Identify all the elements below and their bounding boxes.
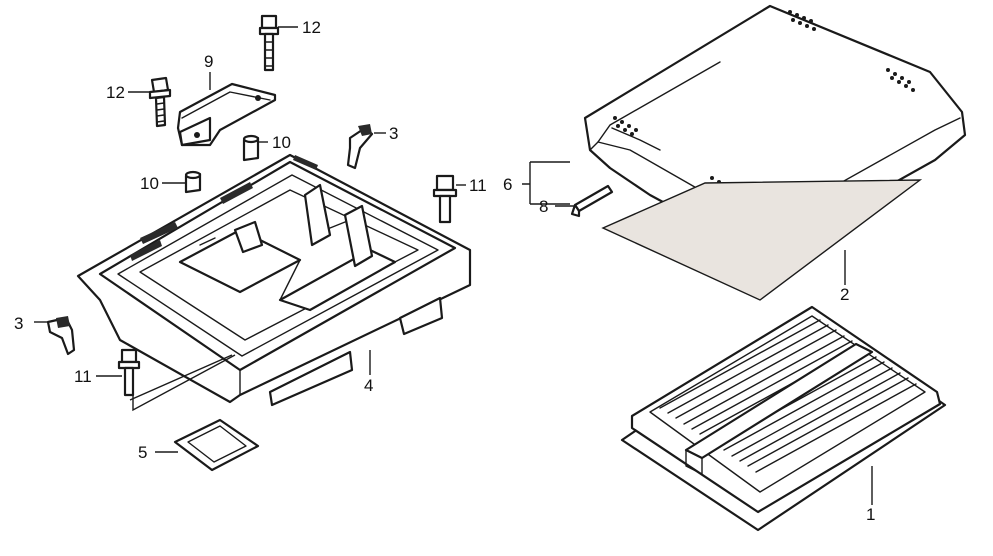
callout-3-upper: 3 bbox=[389, 124, 398, 143]
callout-10-lower: 10 bbox=[140, 174, 159, 193]
callout-3-lower: 3 bbox=[14, 314, 23, 333]
clip-part-3-lower bbox=[46, 316, 76, 356]
callout-11-left: 11 bbox=[74, 367, 92, 386]
callout-9: 9 bbox=[204, 52, 213, 71]
leader-lines bbox=[34, 26, 873, 505]
pin-part-8 bbox=[570, 184, 614, 218]
bolt-part-12-left bbox=[148, 76, 172, 128]
bolt-part-12-right bbox=[258, 14, 280, 72]
callout-12-left: 12 bbox=[106, 83, 125, 102]
grommet-part-10-lower bbox=[184, 170, 202, 194]
cover-gasket-sheet bbox=[601, 179, 923, 301]
seal-ring-part-5 bbox=[173, 418, 260, 472]
air-filter-element bbox=[620, 305, 947, 532]
callout-12-right: 12 bbox=[302, 18, 321, 37]
screw-part-11-left bbox=[117, 348, 141, 397]
callout-2: 2 bbox=[840, 285, 849, 304]
callout-5: 5 bbox=[138, 443, 147, 462]
grommet-part-10-upper bbox=[242, 134, 260, 162]
callout-1: 1 bbox=[866, 505, 875, 524]
callout-11-right: 11 bbox=[469, 176, 487, 195]
callout-6: 6 bbox=[503, 175, 512, 194]
callout-8: 8 bbox=[539, 197, 548, 216]
callout-10-upper: 10 bbox=[272, 133, 291, 152]
callout-4: 4 bbox=[364, 376, 373, 395]
screw-part-11-right bbox=[432, 174, 458, 224]
air-cleaner-case bbox=[76, 153, 472, 407]
bracket-part-9 bbox=[176, 82, 277, 147]
clip-part-3-upper bbox=[346, 124, 374, 170]
callout-labels: 1 2 3 3 4 5 6 8 9 10 10 11 11 12 12 bbox=[14, 18, 875, 524]
